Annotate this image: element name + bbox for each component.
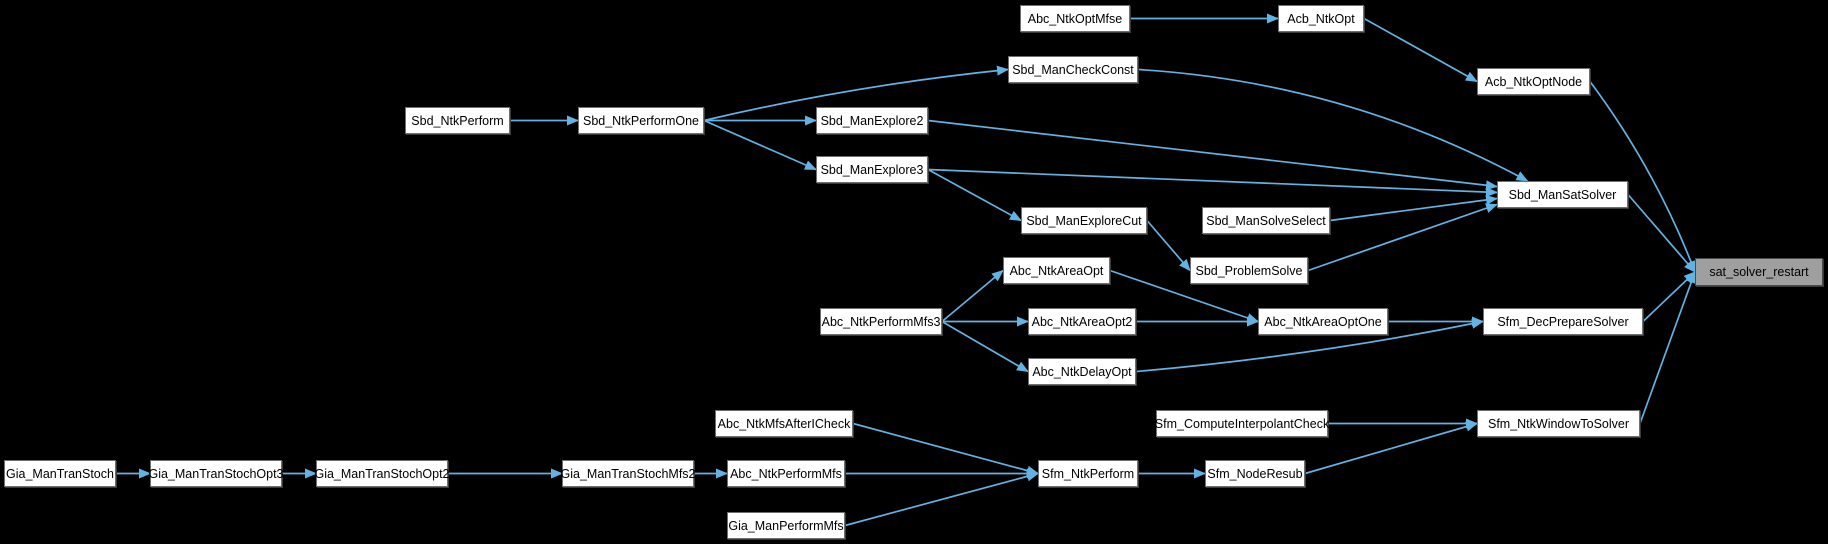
graph-node-Sbd_NtkPerform[interactable]: Sbd_NtkPerform [405,107,510,134]
call-edge-Sbd_NtkPerformOne-to-Sbd_ManCheckConst [703,65,1009,122]
call-edge-Sbd_ManSolveSelect-to-Sbd_ManSatSolver [1329,194,1498,222]
call-edges-group [116,13,1696,527]
graph-node-Sfm_DecPrepareSolver[interactable]: Sfm_DecPrepareSolver [1483,308,1643,335]
graph-node-Abc_NtkOptMfse[interactable]: Abc_NtkOptMfse [1020,5,1130,32]
graph-node-Sbd_NtkPerformOne[interactable]: Sbd_NtkPerformOne [578,107,704,134]
graph-node-Sfm_NtkPerform[interactable]: Sfm_NtkPerform [1038,460,1138,487]
graph-node-Abc_NtkPerformMfs[interactable]: Abc_NtkPerformMfs [727,460,845,487]
call-edge-Abc_NtkDelayOpt-to-Sfm_DecPrepareSolver [1135,318,1484,373]
call-edge-Sfm_NodeResub-to-Sfm_NtkWindowToSolver [1304,421,1478,475]
graph-node-Abc_NtkAreaOptOne[interactable]: Abc_NtkAreaOptOne [1258,308,1388,335]
graph-node-Sbd_ManExploreCut[interactable]: Sbd_ManExploreCut [1021,207,1147,234]
graph-node-Gia_ManTranStochOpt2[interactable]: Gia_ManTranStochOpt2 [314,460,450,487]
graph-node-Gia_ManTranStochMfs2[interactable]: Gia_ManTranStochMfs2 [561,460,696,487]
call-edge-Sbd_ManExplore3-to-Sbd_ManSatSolver [927,168,1498,198]
graph-node-Sfm_NodeResub[interactable]: Sfm_NodeResub [1205,460,1305,487]
call-edge-Acb_NtkOpt-to-Acb_NtkOptNode [1363,17,1478,83]
graph-node-Gia_ManPerformMfs[interactable]: Gia_ManPerformMfs [727,512,845,539]
call-edge-Sbd_ManExploreCut-to-Sbd_ProblemSolve [1146,219,1191,272]
call-edge-Sbd_ManCheckConst-to-Sbd_ManSatSolver [1137,68,1529,182]
graph-node-Acb_NtkOptNode[interactable]: Acb_NtkOptNode [1477,68,1590,95]
call-edge-Sfm_DecPrepareSolver-to-sat_solver_restart [1642,271,1696,323]
graph-node-sat_solver_restart: sat_solver_restart [1695,258,1823,286]
call-edge-Sbd_NtkPerformOne-to-Sbd_ManExplore3 [703,119,817,171]
call-edge-Abc_NtkAreaOpt-to-Abc_NtkAreaOptOne [1109,269,1259,323]
graph-node-Gia_ManTranStochOpt3[interactable]: Gia_ManTranStochOpt3 [148,460,284,487]
call-edge-Abc_NtkPerformMfs3-to-Abc_NtkDelayOpt [941,320,1029,373]
call-edge-Sbd_ManExplore2-to-Sbd_ManSatSolver [927,119,1498,191]
graph-node-Sbd_ManSatSolver[interactable]: Sbd_ManSatSolver [1497,181,1628,208]
graph-node-Abc_NtkAreaOpt[interactable]: Abc_NtkAreaOpt [1003,257,1110,284]
graph-node-Abc_NtkMfsAfterICheck[interactable]: Abc_NtkMfsAfterICheck [715,410,853,437]
graph-node-Sbd_ManExplore2[interactable]: Sbd_ManExplore2 [816,107,928,134]
call-edge-Abc_NtkMfsAfterICheck-to-Sfm_NtkPerform [852,422,1039,476]
call-edge-Sbd_ManExplore3-to-Sbd_ManExploreCut [927,168,1022,222]
graph-node-Abc_NtkAreaOpt2[interactable]: Abc_NtkAreaOpt2 [1028,308,1136,335]
call-edge-Sfm_NtkWindowToSolver-to-sat_solver_restart [1639,271,1696,424]
graph-node-Sfm_NtkWindowToSolver[interactable]: Sfm_NtkWindowToSolver [1477,410,1640,437]
graph-node-Sbd_ManSolveSelect[interactable]: Sbd_ManSolveSelect [1202,207,1330,234]
graph-node-Sbd_ManExplore3[interactable]: Sbd_ManExplore3 [816,156,928,183]
graph-node-Abc_NtkPerformMfs3[interactable]: Abc_NtkPerformMfs3 [820,308,942,335]
graph-node-Gia_ManTranStoch[interactable]: Gia_ManTranStoch [4,460,116,487]
graph-node-Sbd_ProblemSolve[interactable]: Sbd_ProblemSolve [1190,257,1308,284]
graph-node-Sfm_ComputeInterpolantCheck[interactable]: Sfm_ComputeInterpolantCheck [1155,410,1329,437]
call-edge-Gia_ManPerformMfs-to-Sfm_NtkPerform [844,471,1039,527]
call-edge-Abc_NtkPerformMfs3-to-Abc_NtkAreaOpt [941,269,1004,323]
call-edge-Sbd_ManSatSolver-to-sat_solver_restart [1627,193,1696,273]
call-edge-Sbd_ProblemSolve-to-Sbd_ManSatSolver [1307,203,1498,272]
graph-node-Abc_NtkDelayOpt[interactable]: Abc_NtkDelayOpt [1028,358,1136,385]
graph-node-Sbd_ManCheckConst[interactable]: Sbd_ManCheckConst [1008,56,1138,83]
graph-node-Acb_NtkOpt[interactable]: Acb_NtkOpt [1278,5,1364,32]
call-edge-Acb_NtkOptNode-to-sat_solver_restart [1589,80,1696,273]
